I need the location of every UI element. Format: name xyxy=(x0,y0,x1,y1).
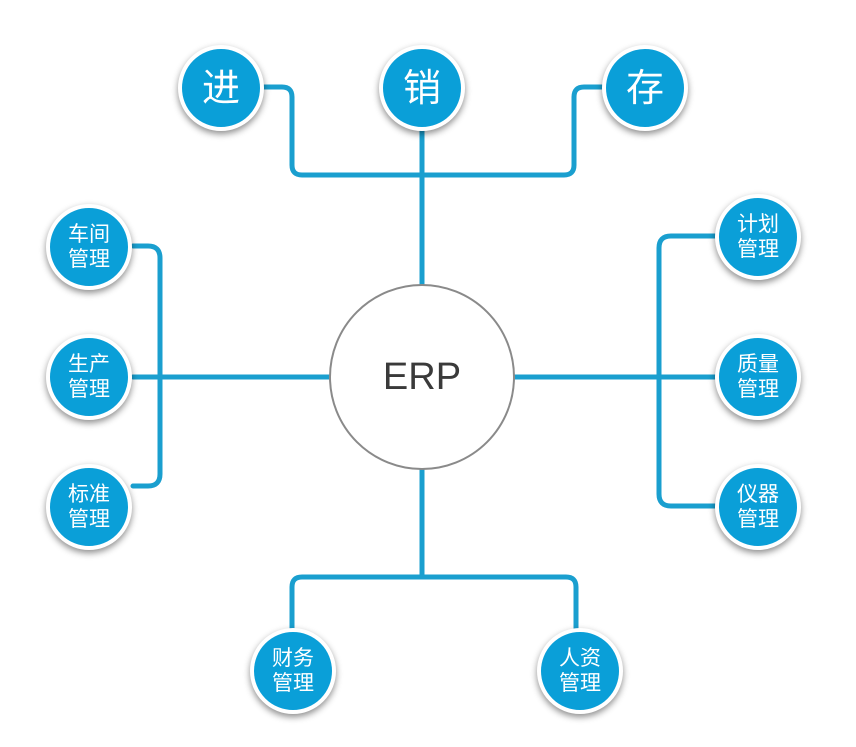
node-shengchan: 生产管理 xyxy=(46,334,132,420)
node-jin-label: 进 xyxy=(201,66,240,110)
node-zhiliang: 质量管理 xyxy=(715,334,801,420)
node-jin: 进 xyxy=(178,45,264,131)
connector-cun xyxy=(419,84,608,178)
erp-label: ERP xyxy=(382,355,462,398)
erp-center-circle: ERP xyxy=(329,284,515,470)
node-cun-label: 存 xyxy=(625,66,664,110)
connector-jihua xyxy=(656,233,722,380)
node-chejian-label: 车间管理 xyxy=(68,221,110,271)
node-chejian: 车间管理 xyxy=(46,204,132,290)
connector-chejian xyxy=(130,243,163,380)
node-shengchan-label: 生产管理 xyxy=(68,351,110,401)
node-biaozhun: 标准管理 xyxy=(46,464,132,550)
node-cun: 存 xyxy=(602,45,688,131)
node-jihua: 计划管理 xyxy=(715,194,801,280)
node-renzi: 人资管理 xyxy=(537,628,623,714)
connector-caiwu xyxy=(289,574,425,633)
node-zhiliang-label: 质量管理 xyxy=(737,351,779,401)
connector-yiqi xyxy=(656,374,722,509)
connector-biaozhun xyxy=(130,374,163,489)
connector-renzi xyxy=(419,574,579,633)
node-yiqi-label: 仪器管理 xyxy=(737,481,779,531)
node-caiwu-label: 财务管理 xyxy=(272,645,314,695)
node-jihua-label: 计划管理 xyxy=(737,211,779,261)
connector-jin xyxy=(257,84,425,178)
node-xiao: 销 xyxy=(379,45,465,131)
node-renzi-label: 人资管理 xyxy=(559,645,601,695)
node-biaozhun-label: 标准管理 xyxy=(68,481,110,531)
node-caiwu: 财务管理 xyxy=(250,628,336,714)
node-xiao-label: 销 xyxy=(402,66,441,110)
node-yiqi: 仪器管理 xyxy=(715,464,801,550)
